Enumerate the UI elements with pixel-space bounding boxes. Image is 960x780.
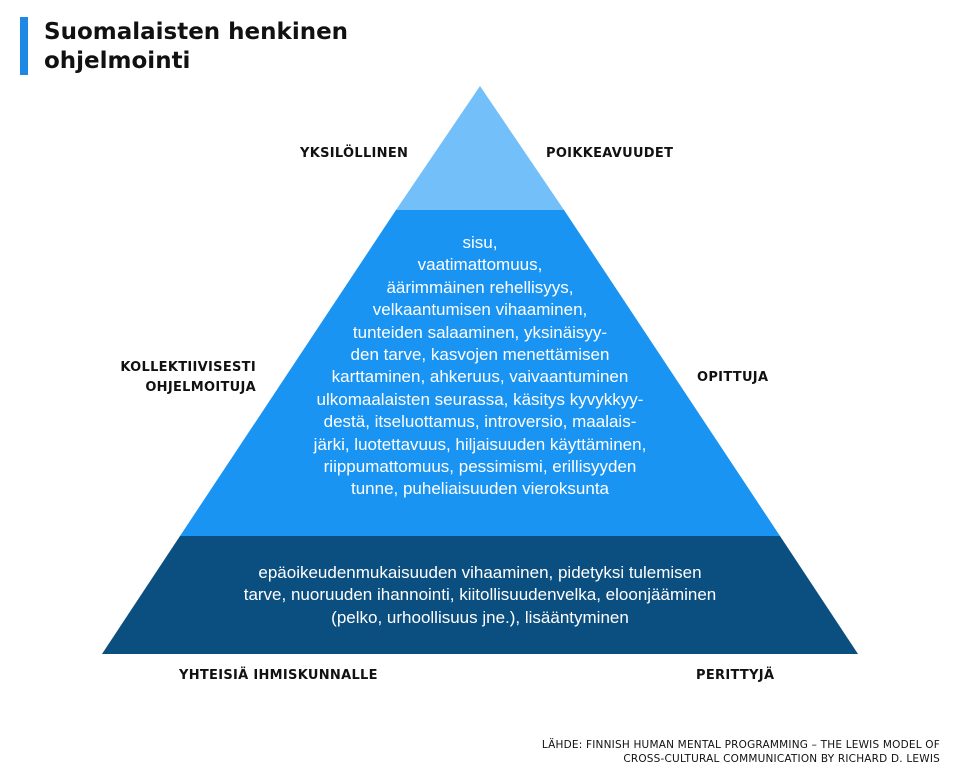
middle-line-8: ulkomaalaisten seurassa, käsitys kyvykky… <box>316 389 644 409</box>
label-perittyja: PERITTYJÄ <box>696 668 775 683</box>
bottom-line-3: (pelko, urhoollisuus jne.), lisääntymine… <box>331 607 629 627</box>
middle-line-9: destä, itseluottamus, introversio, maala… <box>323 412 637 432</box>
pyramid-tier-universal <box>102 536 858 654</box>
label-kollektiivisesti-ohjelmoituja: KOLLEKTIIVISESTI OHJELMOITUJA <box>120 358 256 398</box>
title-line-2: ohjelmointi <box>44 48 191 74</box>
middle-line-6: den tarve, kasvojen menettämisen <box>350 345 610 365</box>
source-note: LÄHDE: FINNISH HUMAN MENTAL PROGRAMMING … <box>542 738 940 766</box>
label-yhteisia-ihmiskunnalle: YHTEISIÄ IHMISKUNNALLE <box>179 668 378 683</box>
label-ohjelmoituja: OHJELMOITUJA <box>145 380 256 395</box>
middle-line-1: sisu, <box>462 233 498 252</box>
middle-line-4: velkaantumisen vihaaminen, <box>372 300 588 320</box>
middle-line-12: tunne, puheliaisuuden vieroksunta <box>350 479 610 499</box>
label-kollektiivisesti: KOLLEKTIIVISESTI <box>120 360 256 375</box>
label-opittuja: OPITTUJA <box>697 370 769 385</box>
middle-tier-text: sisu, vaatimattomuus, äärimmäinen rehell… <box>250 232 710 501</box>
source-line-2: CROSS-CULTURAL COMMUNICATION BY RICHARD … <box>623 753 940 765</box>
title-line-1: Suomalaisten henkinen <box>44 19 349 45</box>
source-line-1: LÄHDE: FINNISH HUMAN MENTAL PROGRAMMING … <box>541 739 940 751</box>
middle-line-7: karttaminen, ahkeruus, vaivaantuminen <box>331 367 629 387</box>
middle-line-11: riippumattomuus, pessimismi, erillisyyde… <box>323 457 637 477</box>
middle-line-10: järki, luotettavuus, hiljaisuuden käyttä… <box>313 434 647 454</box>
middle-line-3: äärimmäinen rehellisyys, <box>386 277 574 297</box>
middle-line-5: tunteiden salaaminen, yksinäisyy- <box>352 322 608 342</box>
title-accent-bar <box>20 17 28 75</box>
label-poikkeavuudet: POIKKEAVUUDET <box>546 146 674 161</box>
pyramid-tier-individual <box>396 86 564 210</box>
pyramid-tier-collective <box>180 210 780 536</box>
label-yksilollinen: YKSILÖLLINEN <box>300 146 409 161</box>
page-title: Suomalaisten henkinen ohjelmointi <box>44 18 464 76</box>
bottom-line-2: tarve, nuoruuden ihannointi, kiitollisuu… <box>243 585 717 605</box>
middle-line-2: vaatimattomuus, <box>417 255 543 275</box>
bottom-tier-text: epäoikeudenmukaisuuden vihaaminen, pidet… <box>180 562 780 629</box>
bottom-line-1: epäoikeudenmukaisuuden vihaaminen, pidet… <box>258 563 702 582</box>
